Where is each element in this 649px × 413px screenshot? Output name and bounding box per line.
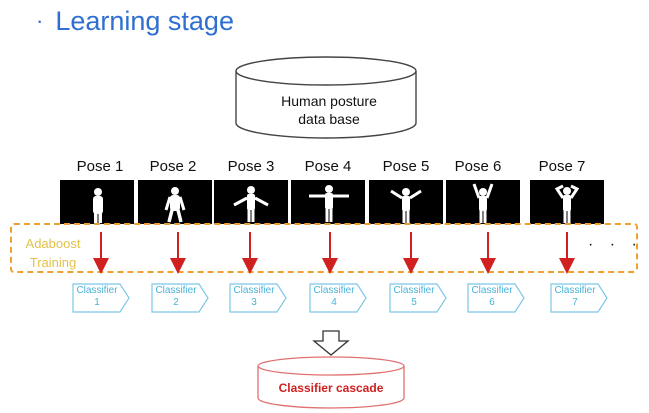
- classifier-label: Classifier: [313, 285, 355, 296]
- classifier-number: 5: [411, 297, 417, 308]
- classifier-number: 4: [331, 297, 337, 308]
- pose-label-2: Pose 2: [149, 158, 197, 175]
- silhouette-standing-icon: [93, 188, 103, 223]
- adaboost-label-line2: Training: [29, 255, 77, 270]
- hollow-down-arrow-icon: [312, 330, 350, 356]
- silhouette-arms-down-icon: [164, 187, 186, 223]
- classifier-number: 3: [251, 297, 257, 308]
- pose-image-6: [446, 180, 520, 224]
- classifier-label: Classifier: [393, 285, 435, 296]
- adaboost-training-label: Adaboost Training: [18, 234, 88, 272]
- pose-label-7: Pose 7: [538, 158, 586, 175]
- pose-label-1: Pose 1: [76, 158, 124, 175]
- pose-label-3: Pose 3: [227, 158, 275, 175]
- silhouette-arms-up-icon: [472, 183, 494, 223]
- pose-label-5: Pose 5: [382, 158, 430, 175]
- classifier-number: 6: [489, 297, 495, 308]
- pose-image-7: [530, 180, 604, 224]
- classifier-label: Classifier: [471, 285, 513, 296]
- classifier-label: Classifier: [554, 285, 596, 296]
- pose-image-2: [138, 180, 212, 224]
- silhouette-t-pose-icon: [309, 185, 349, 222]
- pose-image-1: [60, 180, 134, 224]
- silhouette-arms-out-icon: [233, 186, 269, 222]
- classifier-cascade-cylinder: Classifier cascade: [257, 356, 405, 409]
- classifier-label: Classifier: [76, 285, 118, 296]
- pose-image-5: [369, 180, 443, 224]
- title-text: Learning stage: [55, 5, 234, 36]
- classifier-number: 2: [173, 297, 179, 308]
- title: · Learning stage: [36, 4, 234, 38]
- classifier-label: Classifier: [233, 285, 275, 296]
- adaboost-label-line1: Adaboost: [25, 236, 81, 251]
- silhouette-arms-raised-out-icon: [390, 188, 422, 223]
- pose-image-3: [214, 180, 288, 224]
- pose-label-6: Pose 6: [454, 158, 502, 175]
- classifier-number: 7: [572, 297, 578, 308]
- classifier-cascade-label: Classifier cascade: [279, 381, 384, 395]
- classifier-number: 1: [94, 297, 100, 308]
- silhouette-hands-on-head-icon: [554, 184, 580, 223]
- database-label-line1: Human posture: [281, 93, 377, 109]
- title-bullet: ·: [36, 8, 44, 33]
- database-cylinder: Human posture data base: [235, 56, 417, 139]
- database-label-line2: data base: [298, 111, 360, 127]
- pose-label-4: Pose 4: [304, 158, 352, 175]
- classifier-label: Classifier: [155, 285, 197, 296]
- more-poses-ellipsis: · · ·: [588, 236, 643, 253]
- pose-image-4: [291, 180, 365, 224]
